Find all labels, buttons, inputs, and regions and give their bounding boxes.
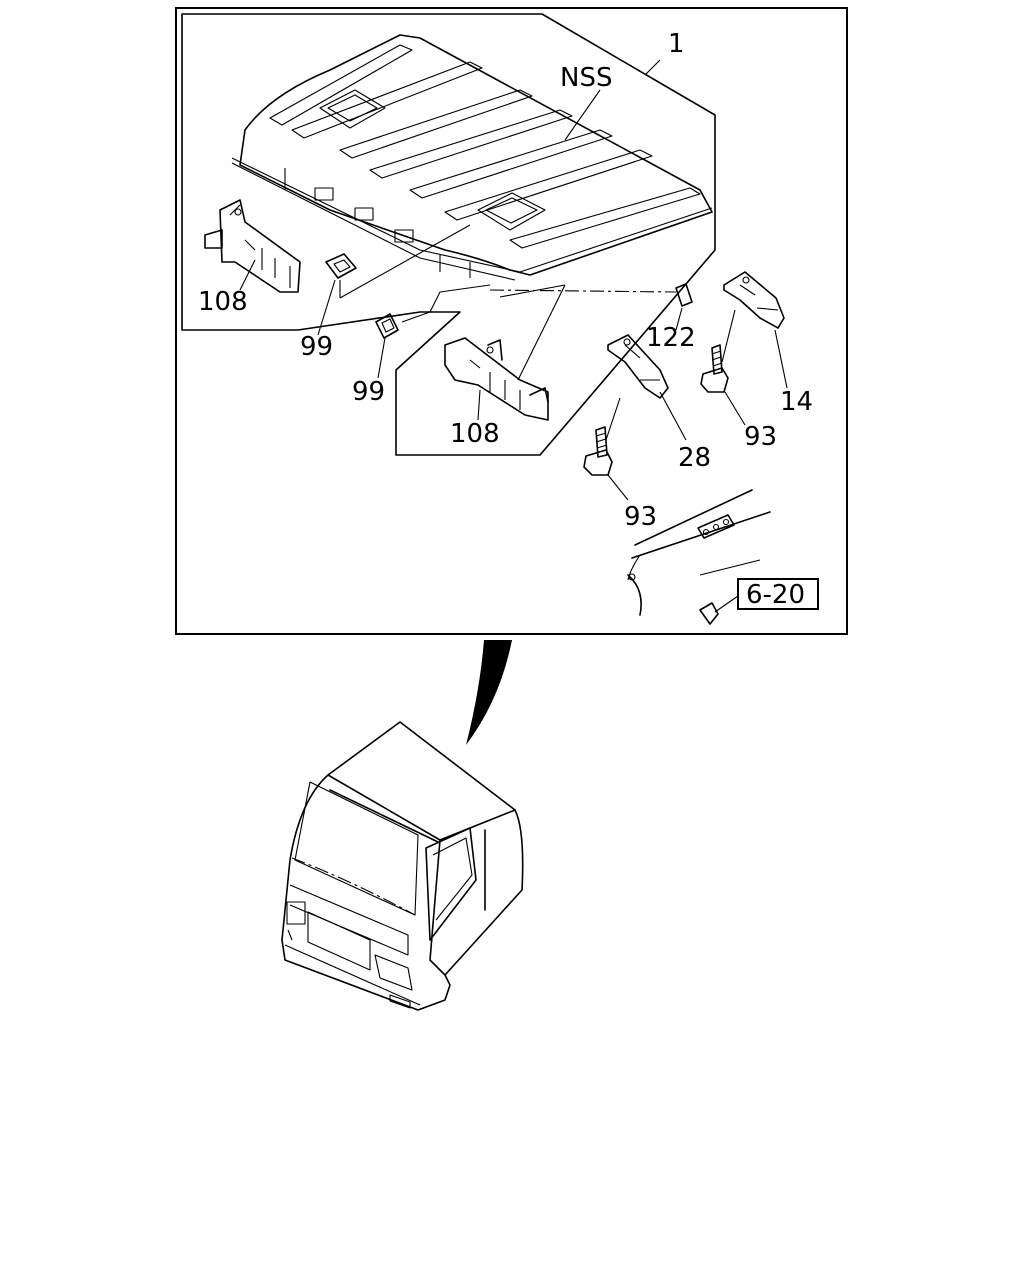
leader-lines [239, 59, 788, 501]
bracket-108-left [204, 199, 301, 293]
nut-99-left [325, 253, 357, 279]
bracket-108-center [444, 337, 549, 421]
callout-1: 1 [668, 29, 685, 59]
roof-panel [231, 34, 713, 281]
reference-box [737, 578, 819, 610]
truck-cab [281, 721, 524, 1011]
callout-99-center: 99 [352, 377, 385, 407]
callout-108-left: 108 [198, 287, 248, 317]
callout-108-center: 108 [450, 419, 500, 449]
bracket-14 [723, 271, 785, 329]
callout-93-right: 93 [744, 422, 777, 452]
diagram-frame [175, 7, 848, 635]
callout-93-lower: 93 [624, 502, 657, 532]
bracket-28 [607, 334, 669, 399]
callout-122: 122 [646, 323, 696, 353]
arrow-pointer [466, 640, 512, 745]
bolt-93-right [700, 344, 729, 393]
clip-122 [675, 283, 693, 307]
callout-99-left: 99 [300, 332, 333, 362]
group-outline [181, 13, 716, 456]
callout-28: 28 [678, 443, 711, 473]
nut-99-center [375, 313, 399, 339]
reference-label: 6-20 [746, 580, 805, 610]
callout-14: 14 [780, 387, 813, 417]
cab-corner-detail [627, 489, 771, 625]
callout-nss: NSS [560, 63, 612, 93]
